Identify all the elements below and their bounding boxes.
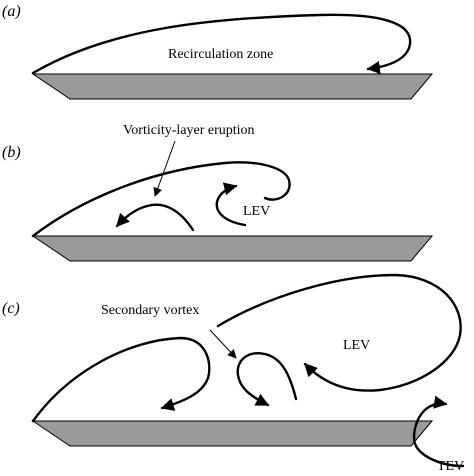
lev-label-b: LEV	[243, 204, 270, 219]
panel-a-label: (a)	[2, 3, 21, 20]
plate-a	[31, 73, 434, 100]
tev-loop	[412, 395, 465, 468]
lev-loop-c	[216, 273, 462, 392]
panel-a: (a) Recirculation zone	[2, 3, 434, 100]
panel-c-label: (c)	[2, 300, 20, 317]
secondary-vortex-loop	[236, 352, 298, 407]
panel-b: (b) Vorticity-layer eruption LEV	[2, 123, 434, 262]
eruption-pointer-arrow	[153, 140, 176, 197]
panel-c: (c) Secondary vortex LEV TEV	[2, 273, 465, 474]
secondary-vortex-pointer-arrow	[209, 329, 237, 359]
plate-b	[31, 235, 434, 262]
secondary-vortex-label: Secondary vortex	[101, 303, 199, 318]
panel-b-label: (b)	[2, 144, 21, 161]
tev-label: TEV	[437, 459, 464, 474]
eruption-streamline-b	[115, 203, 195, 232]
recirculation-streamline-a	[31, 13, 412, 75]
plate-c	[31, 420, 434, 447]
separated-shear-layer-b	[31, 161, 291, 238]
recirculation-zone-label: Recirculation zone	[168, 47, 273, 62]
lev-loop-b	[215, 182, 247, 227]
separated-shear-layer-c	[31, 336, 211, 423]
lev-label-c: LEV	[343, 338, 370, 353]
vorticity-layer-eruption-label: Vorticity-layer eruption	[123, 123, 255, 138]
